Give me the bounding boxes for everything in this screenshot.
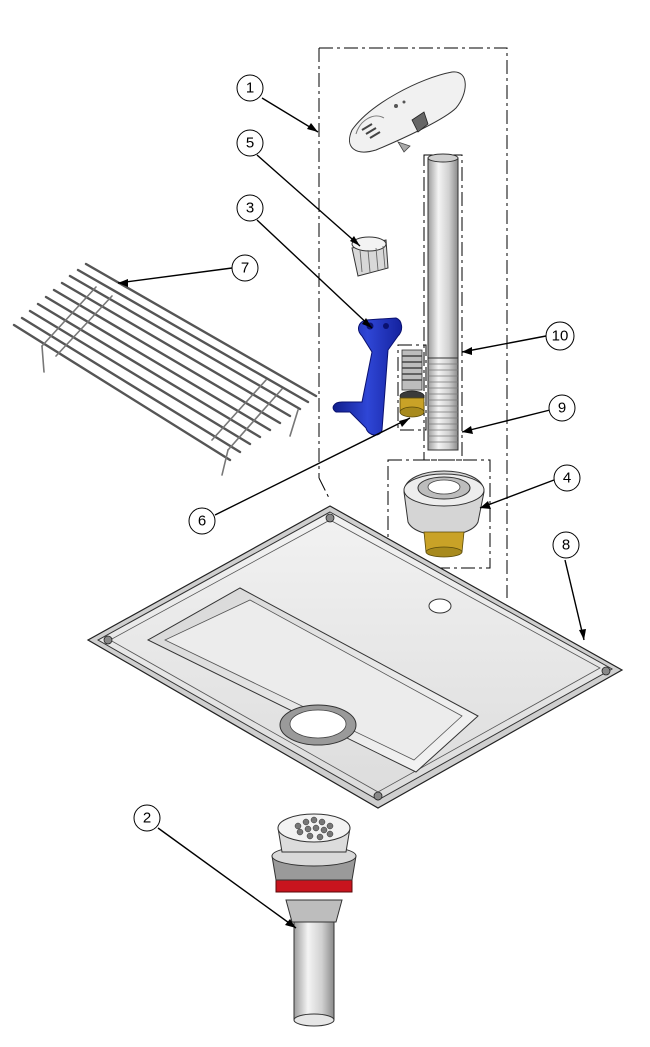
threaded-nipple-icon xyxy=(427,357,459,451)
leader-lines xyxy=(117,97,586,929)
riser-pipe-icon xyxy=(427,153,459,359)
svg-text:1: 1 xyxy=(246,80,254,97)
svg-text:3: 3 xyxy=(246,200,254,217)
svg-text:8: 8 xyxy=(562,537,570,554)
svg-text:2: 2 xyxy=(143,810,151,827)
sink-basin-icon xyxy=(86,505,624,809)
valve-cartridge-icon xyxy=(399,349,425,418)
callout-9: 9 xyxy=(548,394,576,422)
callout-6: 6 xyxy=(188,507,216,535)
svg-text:10: 10 xyxy=(552,328,569,345)
callout-10: 10 xyxy=(545,321,575,351)
callout-1: 1 xyxy=(236,74,264,102)
svg-text:5: 5 xyxy=(246,135,254,152)
callout-7: 7 xyxy=(231,254,259,282)
drain-assembly-icon xyxy=(271,813,357,1027)
callout-5: 5 xyxy=(236,129,264,157)
svg-text:6: 6 xyxy=(198,513,206,530)
knob-icon xyxy=(351,236,389,277)
svg-text:7: 7 xyxy=(241,260,249,277)
assembly-boundary-lines xyxy=(318,47,508,598)
lever-handle-icon xyxy=(332,317,403,436)
wire-grate-icon xyxy=(12,262,318,476)
callout-4: 4 xyxy=(553,464,581,492)
callout-2: 2 xyxy=(133,804,161,832)
svg-text:4: 4 xyxy=(563,470,571,487)
flange-fitting-icon xyxy=(403,470,485,558)
callout-3: 3 xyxy=(236,194,264,222)
bubbler-head-icon xyxy=(349,71,466,153)
callout-8: 8 xyxy=(552,531,580,559)
svg-text:9: 9 xyxy=(558,400,566,417)
